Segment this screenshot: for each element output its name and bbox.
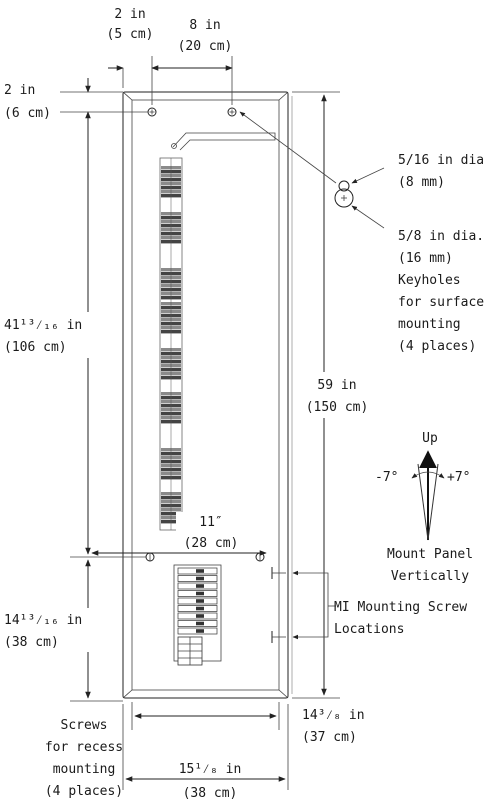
recess-caption-2: for recess xyxy=(45,740,123,755)
breaker-rail-upper xyxy=(159,157,183,531)
keyhole-lower-left xyxy=(145,552,155,562)
orientation-plus: +7° xyxy=(447,470,470,485)
keyhole-spacing-imperial: 8 in xyxy=(189,18,220,33)
keyhole-small-metric: (8 mm) xyxy=(398,175,445,190)
keyhole-top-right xyxy=(227,107,237,117)
keyhole-top-left xyxy=(147,107,157,117)
keyhole-lower-right xyxy=(255,552,265,562)
orientation-indicator: Up -7° +7° Mount Panel Vertically xyxy=(375,431,473,584)
breaker-block-lower xyxy=(173,564,222,666)
orientation-minus: -7° xyxy=(375,470,398,485)
keyhole-large-metric: (16 mm) xyxy=(398,251,453,266)
breaker-handle xyxy=(196,576,204,581)
panel-enclosure xyxy=(122,91,293,699)
keyhole-caption-1: Keyholes xyxy=(398,273,461,288)
breaker-handle xyxy=(196,591,204,596)
lower-height-metric: (38 cm) xyxy=(4,635,59,650)
dim-top-spacing: 2 in (5 cm) 8 in (20 cm) xyxy=(107,7,233,105)
cover-bracket xyxy=(171,132,276,151)
keyhole-large-dia: 5/8 in dia. xyxy=(398,229,484,244)
keyhole-spacing-metric: (20 cm) xyxy=(178,39,233,54)
mi-mounting-screws: MI Mounting Screw Locations xyxy=(271,567,467,643)
dim-screw-spacing: 11″ (28 cm) xyxy=(91,512,267,556)
top-offset-imperial: 2 in xyxy=(4,83,35,98)
outer-width-metric: (38 cm) xyxy=(183,786,238,801)
upper-height-metric: (106 cm) xyxy=(4,340,67,355)
keyhole-small-dia: 5/16 in dia. xyxy=(398,153,487,168)
recess-caption-3: mounting xyxy=(53,762,116,777)
dim-total-height: 59 in (150 cm) xyxy=(292,91,375,699)
screw-spacing-metric: (28 cm) xyxy=(184,536,239,551)
inner-width-metric: (37 cm) xyxy=(302,730,357,745)
top-spacing-metric: (5 cm) xyxy=(107,27,154,42)
recess-caption-1: Screws xyxy=(61,718,108,733)
upper-height-imperial: 41¹³⁄₁₆ in xyxy=(4,318,82,333)
recess-screws-caption: Screws for recess mounting (4 places) xyxy=(45,718,123,799)
keyhole-caption-2: for surface xyxy=(398,295,484,310)
mi-caption-2: Locations xyxy=(334,622,404,637)
breaker-handle xyxy=(196,606,204,611)
screw-spacing-imperial: 11″ xyxy=(199,515,222,530)
dim-bottom-widths: 14³⁄₈ in (37 cm) 15¹⁄₈ in (38 cm) xyxy=(122,702,365,801)
total-height-imperial: 59 in xyxy=(317,378,356,393)
breaker-handle xyxy=(196,584,204,588)
dim-left-vertical: 2 in (6 cm) 41¹³⁄₁₆ in (106 cm) 14¹³⁄₁₆ … xyxy=(0,78,148,702)
breaker-handle xyxy=(196,621,204,626)
breaker-handle xyxy=(196,614,204,618)
orientation-caption-1: Mount Panel xyxy=(387,547,473,562)
keyhole-caption-4: (4 places) xyxy=(398,339,476,354)
keyhole-detail: 5/16 in dia. (8 mm) 5/8 in dia. (16 mm) … xyxy=(239,111,487,354)
total-height-metric: (150 cm) xyxy=(306,400,369,415)
breaker-handle xyxy=(196,599,204,603)
lower-height-imperial: 14¹³⁄₁₆ in xyxy=(4,613,82,628)
mi-caption-1: MI Mounting Screw xyxy=(334,600,467,615)
breaker-handle xyxy=(196,569,204,573)
inner-width-imperial: 14³⁄₈ in xyxy=(302,708,365,723)
recess-caption-4: (4 places) xyxy=(45,784,123,799)
outer-width-imperial: 15¹⁄₈ in xyxy=(179,762,242,777)
top-spacing-imperial: 2 in xyxy=(114,7,145,22)
breaker-handle xyxy=(196,629,204,633)
keyhole-caption-3: mounting xyxy=(398,317,461,332)
orientation-caption-2: Vertically xyxy=(391,569,469,584)
top-offset-metric: (6 cm) xyxy=(4,106,51,121)
orientation-up: Up xyxy=(422,431,438,446)
